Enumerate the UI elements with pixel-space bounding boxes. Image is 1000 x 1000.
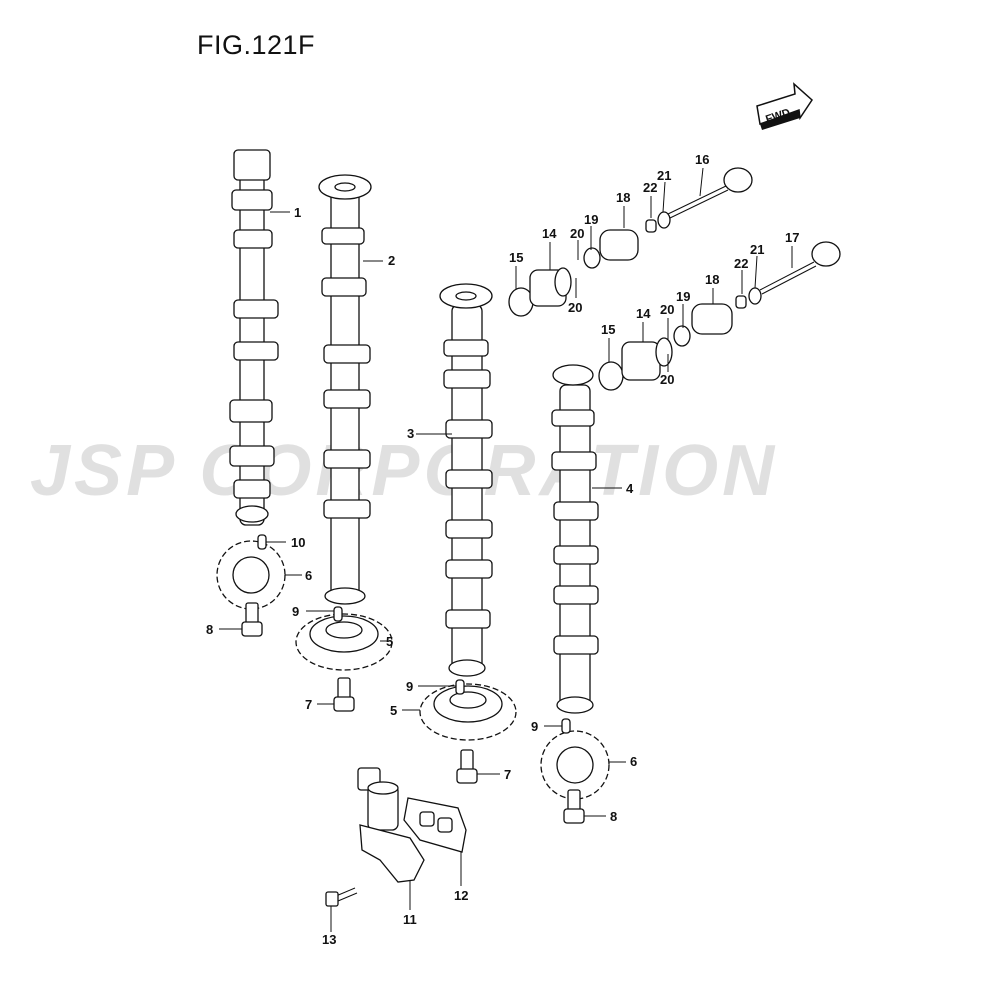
bolt-13 [325, 887, 358, 907]
sprocket-5-left [295, 613, 393, 671]
sprocket-5-right [419, 683, 517, 741]
sprocket-6-left [216, 540, 286, 610]
callout-22-upper: 22 [643, 180, 657, 195]
callout-21-upper: 21 [657, 168, 671, 183]
sprocket-6-right [540, 730, 610, 800]
fwd-arrow-icon: FWD [756, 82, 813, 130]
callout-20-b: 20 [568, 300, 582, 315]
watermark-text: JSP CORPORATION [30, 431, 778, 511]
bolt-7-left [333, 677, 355, 712]
callout-21-lower: 21 [750, 242, 764, 257]
bolt-8-right [563, 789, 585, 824]
callout-17: 17 [785, 230, 799, 245]
valve-train-upper [508, 167, 753, 317]
callout-16: 16 [695, 152, 709, 167]
callout-9-left: 9 [292, 604, 299, 619]
callout-7-right: 7 [504, 767, 511, 782]
callout-11: 11 [403, 912, 417, 927]
camshaft-4 [229, 149, 279, 526]
watermark: JSP CORPORATION [30, 431, 778, 511]
callout-22-lower: 22 [734, 256, 748, 271]
callout-18-upper: 18 [616, 190, 630, 205]
callout-1: 3 [407, 426, 414, 441]
camshaft-1 [439, 283, 493, 677]
callout-20-a: 20 [570, 226, 584, 241]
pin-9-right [561, 718, 571, 734]
camshaft-2 [318, 174, 372, 605]
camshaft-3 [551, 364, 599, 714]
callout-2: 2 [388, 253, 395, 268]
callout-6-left: 6 [305, 568, 312, 583]
pin-9-mid [455, 679, 465, 695]
callout-5-left: 5 [386, 634, 393, 649]
gasket-12 [403, 797, 467, 853]
callout-14-lower: 14 [636, 306, 651, 321]
callout-4: 1 [294, 205, 301, 220]
callout-13: 13 [322, 932, 336, 947]
callout-15-lower: 15 [601, 322, 615, 337]
leader-lines [219, 167, 793, 932]
callout-19-upper: 19 [584, 212, 598, 227]
callout-8-right: 8 [610, 809, 617, 824]
callout-10: 10 [291, 535, 305, 550]
callout-7-left: 7 [305, 697, 312, 712]
callout-19-lower: 19 [676, 289, 690, 304]
callout-20-d: 20 [660, 372, 674, 387]
callout-14-upper: 14 [542, 226, 557, 241]
pin-10 [257, 534, 267, 550]
callout-9-mid: 9 [406, 679, 413, 694]
callout-12: 12 [454, 888, 468, 903]
callout-20-c: 20 [660, 302, 674, 317]
callout-labels: 1 2 3 4 5 5 6 6 7 7 8 8 9 9 9 10 11 12 1… [206, 152, 799, 947]
callout-18-lower: 18 [705, 272, 719, 287]
callout-9-right: 9 [531, 719, 538, 734]
figure-title: FIG.121F [197, 30, 316, 60]
valve-train-lower [598, 241, 841, 391]
bolt-7-right [456, 749, 478, 784]
callout-15-upper: 15 [509, 250, 523, 265]
bolt-8-left [241, 602, 263, 637]
callout-3: 4 [626, 481, 634, 496]
callout-8-left: 8 [206, 622, 213, 637]
callout-5-right: 5 [390, 703, 397, 718]
callout-6-right: 6 [630, 754, 637, 769]
pin-9-left [333, 606, 343, 622]
oil-control-valve-11 [357, 767, 425, 883]
